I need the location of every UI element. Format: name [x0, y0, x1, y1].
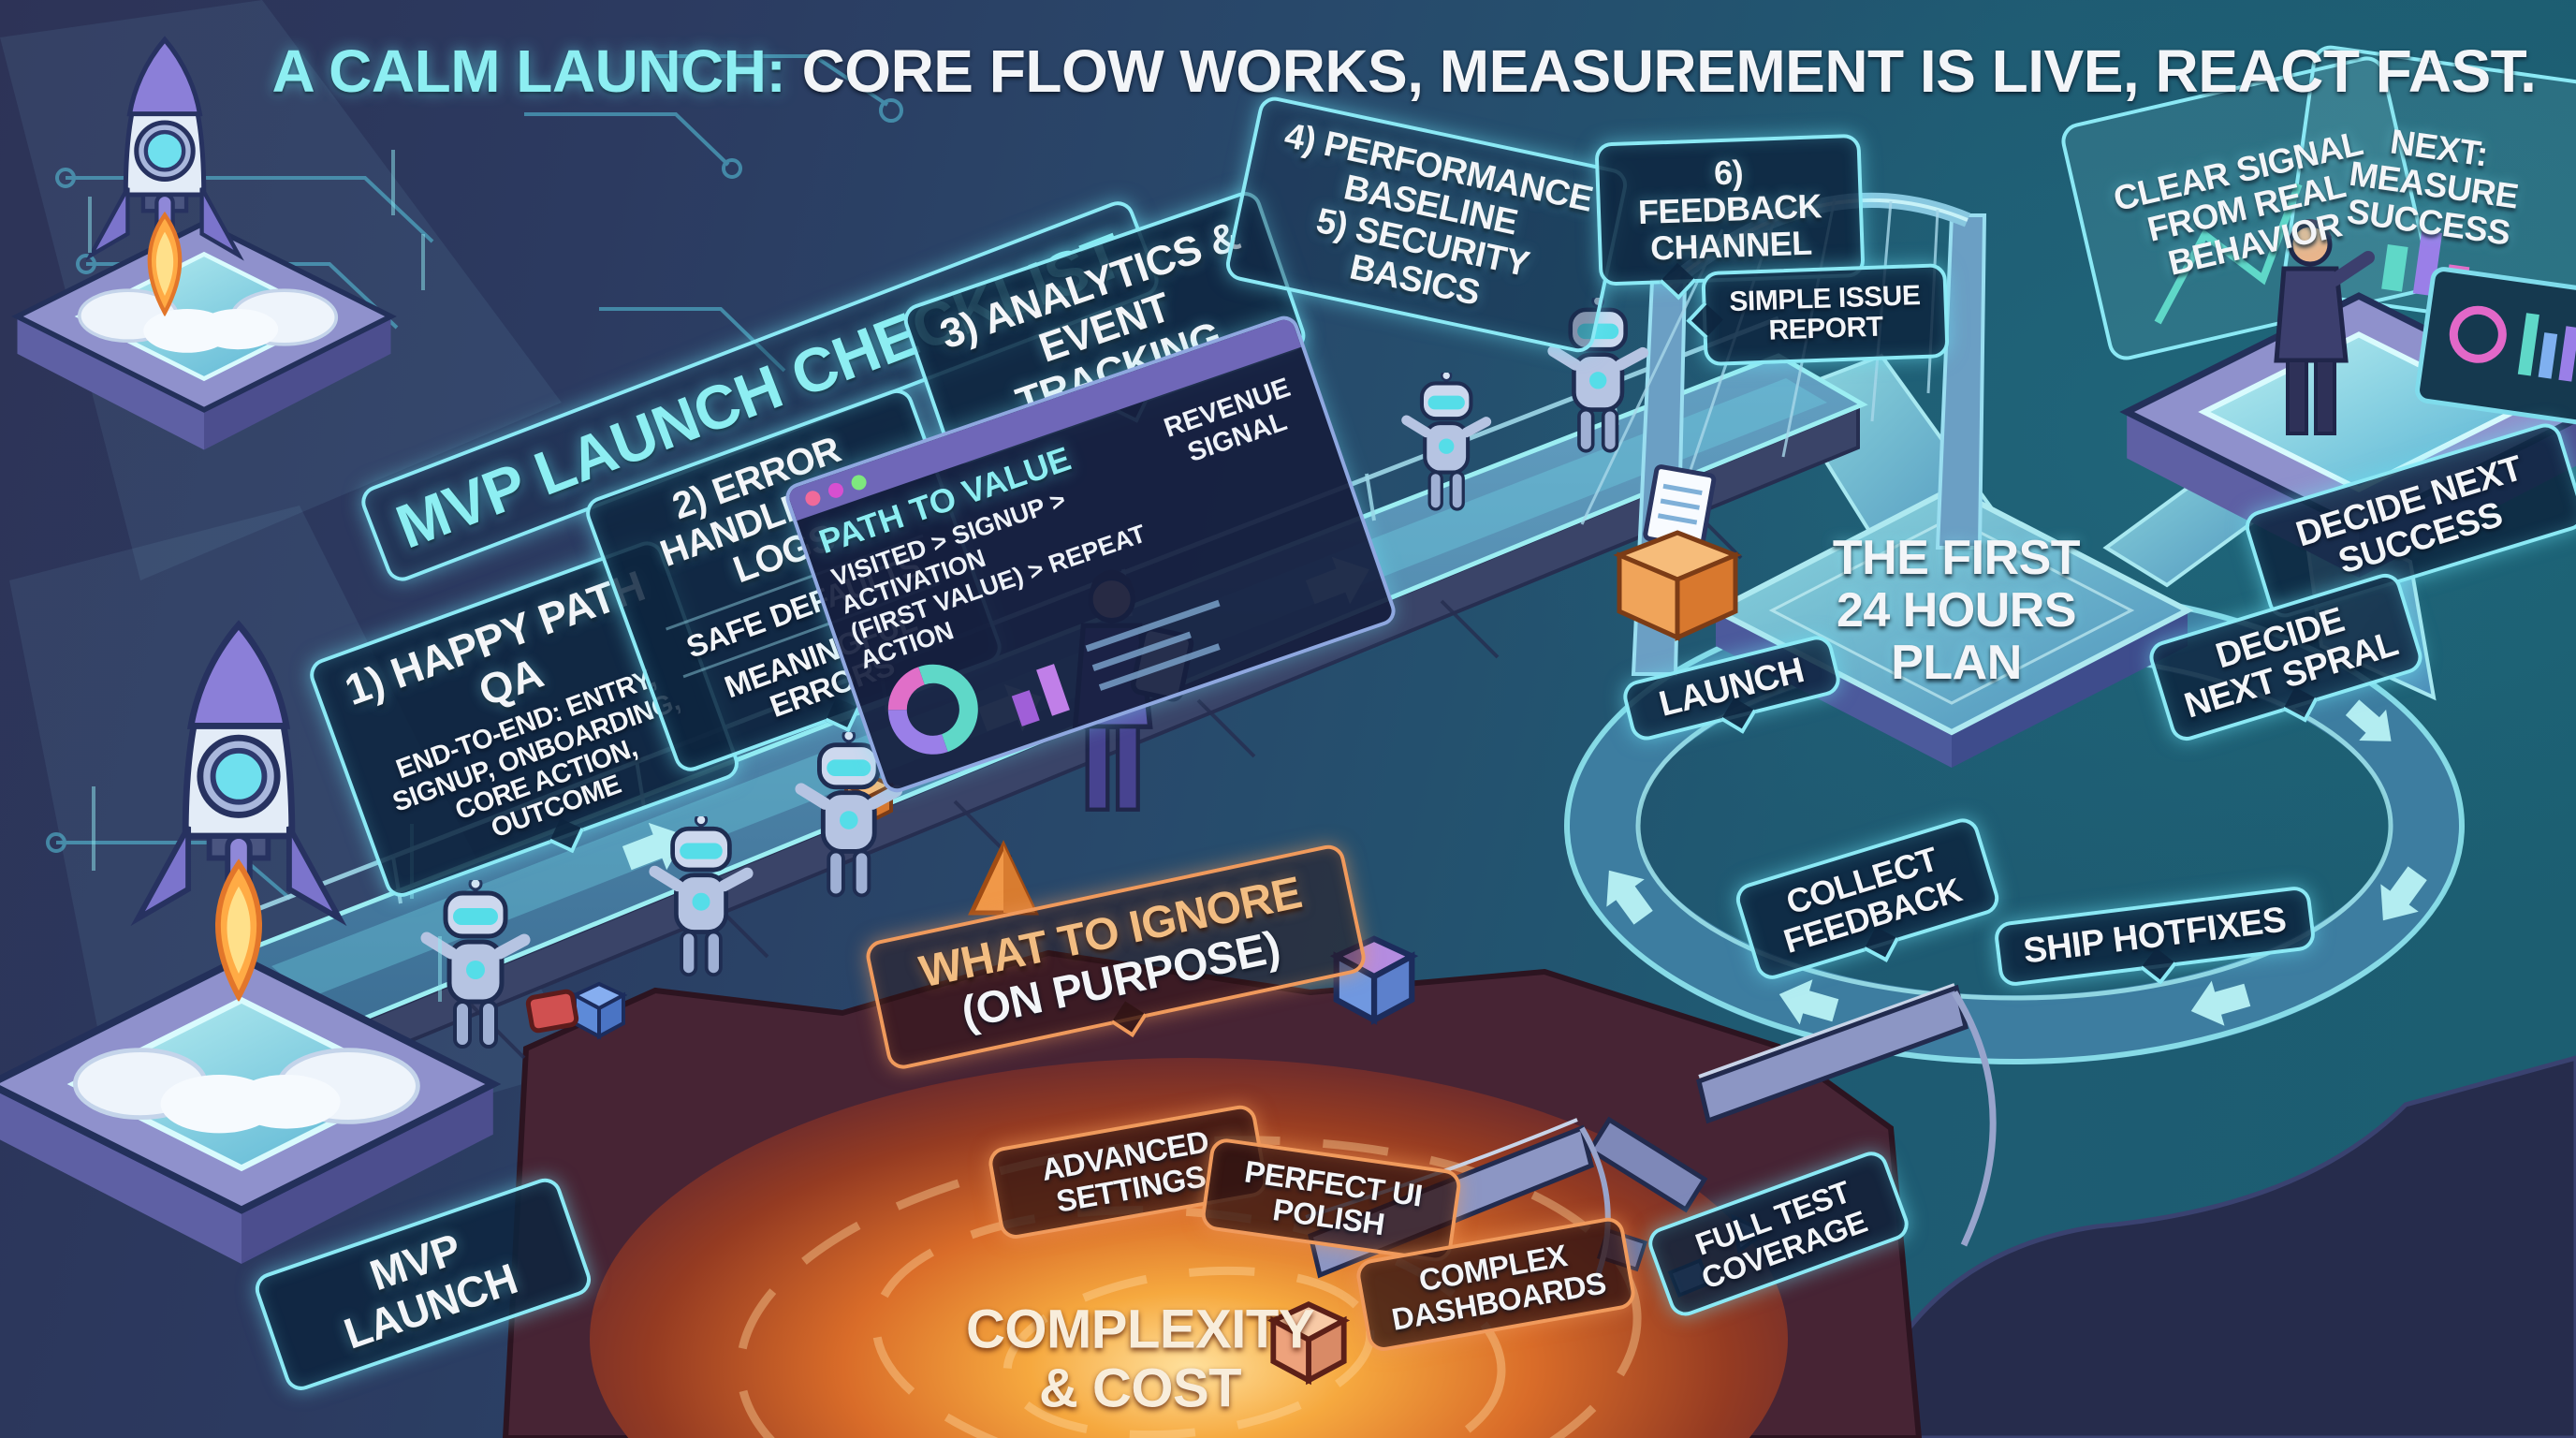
rock-mass — [1851, 1055, 2576, 1438]
title-highlight: A CALM LAUNCH: — [271, 37, 786, 105]
browser-dot-icon — [803, 489, 823, 508]
bar-chart-icon — [1011, 664, 1070, 726]
analytics-panel: PATH TO VALUE VISITED > SIGNUP > ACTIVAT… — [782, 312, 1399, 797]
step-feedback-channel: 6) FEEDBACK CHANNEL — [1594, 133, 1866, 286]
title-rest: CORE FLOW WORKS, MEASUREMENT IS LIVE, RE… — [785, 37, 2537, 105]
browser-dot-icon — [849, 473, 869, 492]
simple-issue-report-callout: SIMPLE ISSUE REPORT — [1701, 263, 1950, 366]
person-icon — [2274, 219, 2375, 435]
donut-chart-icon — [887, 664, 978, 755]
callout-text: SIMPLE ISSUE REPORT — [1728, 280, 1921, 347]
hub-label: THE FIRST 24 HOURS PLAN — [1832, 530, 2081, 691]
feedback-box — [1613, 464, 1742, 641]
browser-dot-icon — [826, 480, 846, 501]
launch-platform-small — [17, 39, 425, 449]
step6-title: 6) FEEDBACK CHANNEL — [1637, 153, 1822, 268]
pit-complexity-cost-label: COMPLEXITY & COST — [965, 1299, 1315, 1418]
gear-icon — [2449, 305, 2507, 363]
dashboard-screen — [2415, 267, 2576, 429]
results-platform — [2061, 45, 2576, 578]
page-title: A CALM LAUNCH: CORE FLOW WORKS, MEASUREM… — [272, 38, 2537, 104]
toolbox-icon — [525, 989, 579, 1034]
pyramid-icon — [968, 840, 1039, 916]
line-chart-icon — [2154, 183, 2303, 325]
cube-icon — [570, 981, 628, 1040]
cube-icon — [1266, 1301, 1351, 1386]
text-dashes — [1085, 599, 1221, 691]
